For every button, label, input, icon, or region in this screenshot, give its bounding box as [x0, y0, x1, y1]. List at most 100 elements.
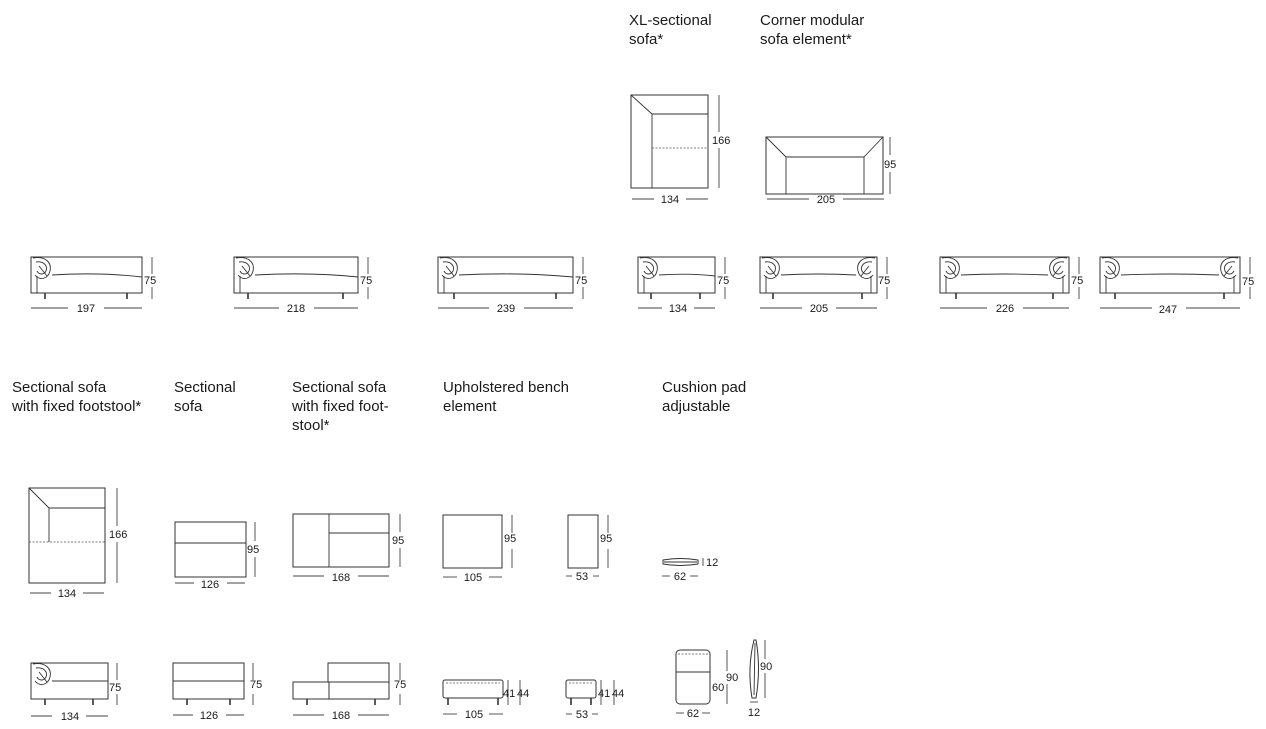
footstool-sofa-side: 75 134 — [30, 662, 121, 723]
dim-width: 168 — [332, 710, 350, 722]
dim-width: 105 — [464, 572, 482, 584]
dim-thickness: 12 — [706, 557, 718, 569]
dim-width: 62 — [674, 571, 686, 583]
dim-seat-height: 41 — [503, 688, 515, 700]
dim-depth: 95 — [600, 533, 612, 545]
armrest-roll-icon — [1101, 257, 1120, 293]
sofa-body — [939, 256, 1070, 294]
dim-depth: 95 — [392, 535, 404, 547]
dim-inner-height: 60 — [712, 682, 724, 694]
seat-outline — [630, 94, 709, 189]
seat-outline — [174, 521, 247, 578]
dim-depth: 95 — [247, 544, 259, 556]
corner-modular-plan: 95 205 — [765, 136, 896, 206]
dim-width: 205 — [817, 194, 835, 206]
caption-xl-sectional-sofa: XL-sectional sofa* — [629, 11, 712, 49]
caption-line: sofa* — [629, 31, 664, 48]
dim-height: 75 — [250, 679, 262, 691]
bench-body — [565, 679, 597, 699]
dim-width: 239 — [497, 303, 515, 315]
dim-width: 218 — [287, 303, 305, 315]
cushion-pad-front: 60 90 62 — [675, 649, 738, 720]
dim-thickness: 12 — [748, 707, 760, 719]
dim-width: 247 — [1159, 304, 1177, 316]
bench-outline — [442, 514, 503, 569]
sofa-body — [759, 256, 878, 294]
dim-height: 75 — [360, 275, 372, 287]
armrest-roll-icon — [857, 257, 876, 293]
sofa-body — [327, 662, 390, 700]
dim-width: 53 — [576, 709, 588, 721]
dim-height: 75 — [575, 275, 587, 287]
seat-outline — [28, 487, 106, 584]
caption-line: Sectional — [174, 379, 236, 396]
armrest-roll-icon — [1220, 257, 1239, 293]
cushion-line — [753, 642, 756, 696]
corner-line — [28, 487, 50, 509]
cushion-pad-side: 90 12 — [748, 639, 772, 719]
caption-corner-modular-sofa-element: Corner modular sofa element* — [760, 11, 864, 49]
armrest-roll-icon — [439, 257, 458, 293]
seat-line — [658, 273, 716, 277]
corner-line — [630, 94, 653, 115]
dim-width: 134 — [61, 711, 79, 723]
caption-sectional-sofa-fixed-footstool: Sectional sofa with fixed footstool* — [12, 378, 141, 416]
footstool-sofa-2-plan: 95 168 — [292, 513, 404, 584]
dim-height: 90 — [726, 672, 738, 684]
dim-height: 75 — [394, 679, 406, 691]
armrest-roll-icon — [941, 257, 960, 293]
dim-width: 134 — [58, 588, 76, 600]
dim-width: 168 — [332, 572, 350, 584]
seat-line — [1120, 273, 1220, 276]
seat-line — [254, 273, 359, 278]
bench-plan: 95 105 — [442, 514, 516, 584]
caption-sectional-sofa-fixed-foot-stool: Sectional sofa with fixed foot- stool* — [292, 378, 389, 435]
seat-outline — [765, 136, 884, 195]
sofa-side-239: 75 239 — [437, 256, 587, 315]
dim-width: 126 — [201, 579, 219, 591]
caption-upholstered-bench-element: Upholstered bench element — [443, 378, 569, 416]
caption-line: Upholstered bench — [443, 379, 569, 396]
cushion-outline — [675, 649, 711, 705]
cushion-pad-plan: 12 62 — [662, 557, 718, 583]
sofa-side-247: 75 247 — [1099, 256, 1254, 316]
dim-height: 75 — [1242, 276, 1254, 288]
corner-line — [863, 136, 884, 158]
xl-sectional-plan: 166 134 — [630, 94, 730, 206]
armrest-roll-icon — [235, 257, 254, 293]
dim-depth: 95 — [884, 159, 896, 171]
caption-line: element — [443, 398, 497, 415]
sofa-side-205: 75 205 — [759, 256, 890, 315]
caption-line: Corner modular — [760, 12, 865, 29]
seat-line — [51, 273, 143, 278]
bench-outline — [567, 514, 599, 569]
armrest-roll-icon — [761, 257, 780, 293]
caption-line: sofa — [174, 398, 203, 415]
seat-line — [458, 273, 574, 278]
armrest-roll-icon — [32, 663, 51, 685]
caption-line: Sectional sofa — [292, 379, 387, 396]
sofa-side-218: 75 218 — [233, 256, 372, 315]
sofa-side-197: 75 197 — [30, 256, 156, 315]
dim-depth: 166 — [109, 529, 127, 541]
bench-small-plan: 95 53 — [566, 514, 612, 583]
dim-height: 75 — [1071, 275, 1083, 287]
caption-sectional-sofa: Sectional sofa — [174, 378, 236, 416]
bench-small-side: 41 44 53 — [565, 679, 624, 721]
dim-width: 53 — [576, 571, 588, 583]
caption-line: XL-sectional — [629, 12, 712, 29]
seat-line — [960, 273, 1049, 276]
dim-width: 105 — [465, 709, 483, 721]
sectional-sofa-side: 75 126 — [172, 662, 262, 722]
dim-seat-height: 41 — [598, 688, 610, 700]
dim-width: 126 — [200, 710, 218, 722]
dim-total-height: 44 — [517, 688, 529, 700]
caption-line: Cushion pad — [662, 379, 747, 396]
dim-depth: 166 — [712, 135, 730, 147]
caption-line: sofa element* — [760, 31, 852, 48]
seat-line — [780, 273, 857, 276]
caption-cushion-pad-adjustable: Cushion pad adjustable — [662, 378, 746, 416]
caption-line: with fixed footstool* — [12, 398, 142, 415]
sofa-side-226: 75 226 — [939, 256, 1083, 315]
